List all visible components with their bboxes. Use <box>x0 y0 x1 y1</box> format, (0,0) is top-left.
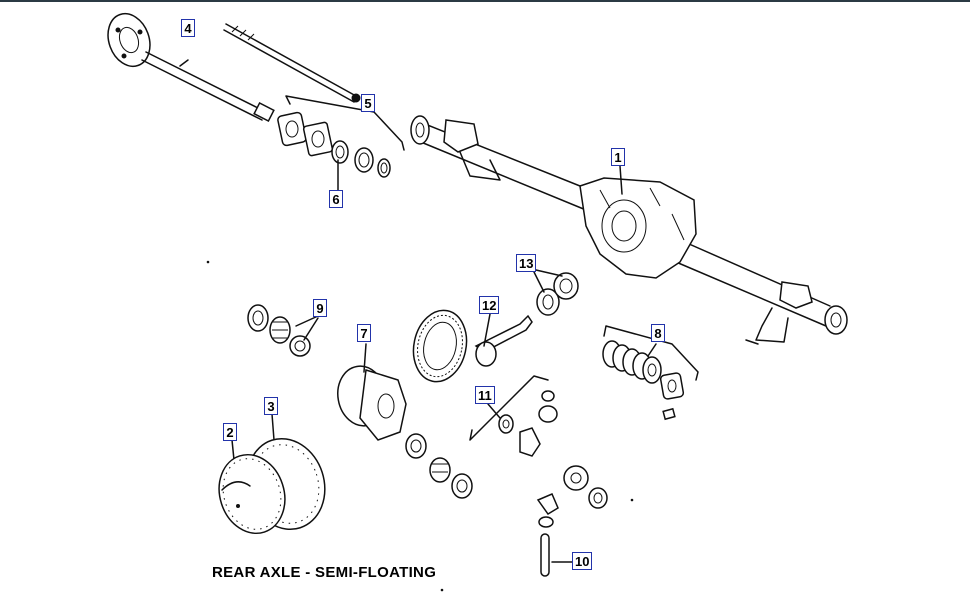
callout-11: 11 <box>475 386 495 404</box>
callout-6: 6 <box>329 190 343 208</box>
side-bearings <box>429 457 473 499</box>
axle-shaft-part <box>107 12 275 122</box>
cover-and-gasket <box>218 413 326 535</box>
callout-4: 4 <box>181 19 195 37</box>
long-shaft-part <box>223 23 361 103</box>
callout-2: 2 <box>223 423 237 441</box>
callout-10: 10 <box>572 552 593 570</box>
callout-5: 5 <box>361 94 375 112</box>
bearing-group-9 <box>247 304 319 357</box>
ring-gear-part <box>412 309 533 383</box>
clutch-pack-8 <box>602 325 699 421</box>
callout-3: 3 <box>264 397 278 415</box>
window-top-border <box>0 0 970 2</box>
pinion-bearing-13 <box>533 269 579 316</box>
callout-9: 9 <box>313 299 327 317</box>
spider-gears-11 <box>469 375 558 457</box>
stray-marks <box>206 260 634 592</box>
callout-13: 13 <box>516 254 537 272</box>
callout-7: 7 <box>357 324 371 342</box>
diagram-caption: REAR AXLE - SEMI-FLOATING <box>212 564 437 581</box>
differential-case-part <box>337 343 427 459</box>
axle-housing-part <box>410 115 848 345</box>
side-gears-10 <box>536 465 608 577</box>
callout-12: 12 <box>479 296 500 314</box>
callout-1: 1 <box>611 148 625 166</box>
callout-8: 8 <box>651 324 665 342</box>
bearing-group-5 <box>277 95 405 191</box>
